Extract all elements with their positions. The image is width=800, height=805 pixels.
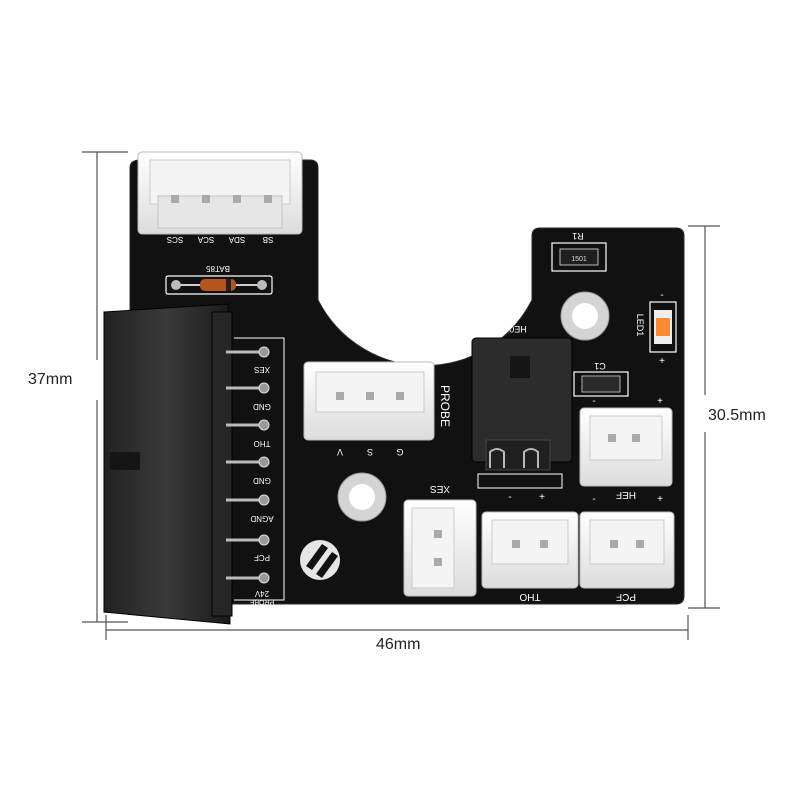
- pin-label-tho: THO: [254, 439, 271, 448]
- pin-label-24v: 24V: [254, 589, 269, 598]
- pcf-label: PCF: [616, 591, 636, 602]
- probe-connector: [303, 361, 435, 441]
- brand-logo-icon: [300, 540, 340, 580]
- resistor-label: R1: [572, 231, 584, 241]
- xes-connector: XES: [403, 483, 477, 597]
- led-plus: +: [659, 356, 665, 367]
- led-label: LED1: [635, 314, 645, 337]
- hef-bottom-plus: +: [657, 494, 663, 505]
- diode: BAT85: [165, 264, 273, 295]
- pin-label-agnd: AGND: [250, 514, 273, 523]
- height-left-dimension: 37mm: [28, 371, 73, 388]
- pin-label-scs: SCS: [167, 235, 183, 244]
- fan-minus: -: [508, 492, 511, 503]
- hef-connector: - + HEF - +: [579, 396, 673, 505]
- hef-plus: +: [657, 396, 663, 407]
- hef-minus: -: [592, 396, 595, 407]
- capacitor-label: C1: [594, 361, 606, 371]
- probe-labels: PROBE V S G: [337, 385, 452, 457]
- hef-bottom-minus: -: [592, 494, 595, 505]
- xes-label: XES: [430, 483, 450, 494]
- probe-pin-g: G: [396, 447, 403, 457]
- fan-plus: +: [539, 492, 545, 503]
- probe-label: PROBE: [438, 385, 452, 427]
- height-right-dimension: 30.5mm: [708, 407, 766, 424]
- led-minus: -: [660, 290, 663, 301]
- pcf-connector: PCF: [579, 511, 675, 602]
- dimension-lines: [82, 151, 720, 640]
- pin-label-sda: SDA: [228, 235, 245, 244]
- pin-label-pcf: PCF: [254, 553, 270, 562]
- pin-label-sb: SB: [263, 235, 274, 244]
- resistor: R1 1501: [551, 231, 607, 272]
- probe-pin-s: S: [367, 447, 373, 457]
- pin-label-gnd-2: GND: [253, 476, 271, 485]
- resistor-code: 1501: [571, 256, 587, 263]
- top-connector-pin-labels: SCS SCA SDA SB: [167, 235, 274, 244]
- diode-label: BAT85: [206, 264, 230, 273]
- pin-label-probe: PROBE: [249, 598, 274, 605]
- mounting-holes: [337, 291, 610, 522]
- probe-pin-v: V: [337, 447, 343, 457]
- hef-label: HEF: [616, 489, 636, 500]
- fan-connector: HE0 - +: [471, 324, 573, 503]
- pin-label-gnd-1: GND: [253, 402, 271, 411]
- pin-label-sca: SCA: [197, 235, 214, 244]
- capacitor: C1: [573, 361, 629, 397]
- main-connector-pin-labels: XES GND THO GND AGND PCF 24V PROBE: [249, 365, 274, 605]
- top-connector: [137, 151, 303, 235]
- tho-connector: THO: [481, 511, 579, 602]
- led: LED1 - +: [635, 290, 677, 367]
- width-bottom-dimension: 46mm: [376, 636, 421, 653]
- tho-label: THO: [519, 591, 540, 602]
- pin-label-xes: XES: [254, 365, 270, 374]
- fan-label: HE0: [509, 324, 527, 334]
- main-connector: [103, 303, 285, 625]
